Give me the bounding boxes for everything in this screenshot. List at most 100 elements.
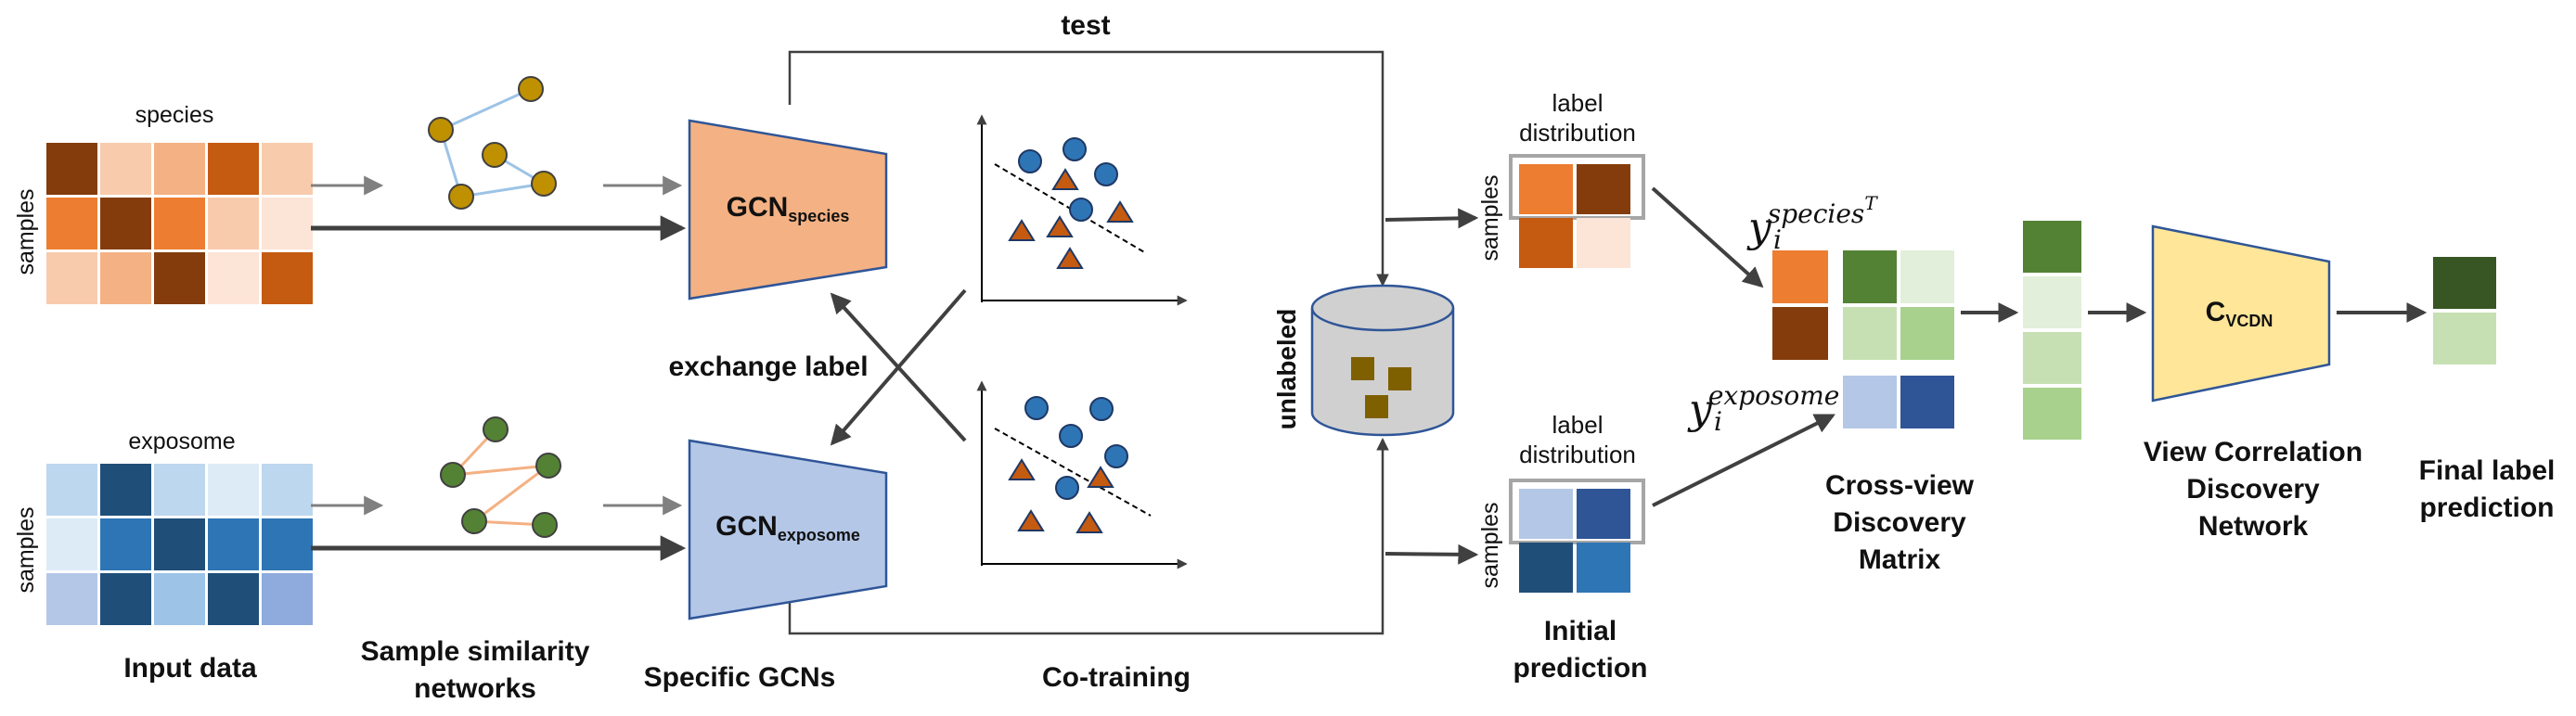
cvdm-caption-line3: Matrix [1859, 544, 1941, 575]
exposome-row-vector [1843, 376, 1954, 428]
label-distribution-top-line1: label [1552, 89, 1604, 117]
heatmap-cell [100, 518, 151, 570]
final-caption-line2: prediction [2419, 492, 2554, 523]
heatmap-cell [154, 464, 205, 516]
svg-text:CVCDN: CVCDN [2206, 297, 2273, 330]
flattened-vector [2023, 221, 2081, 440]
matrix-cell [1900, 307, 1954, 360]
heatmap-cell [262, 573, 313, 625]
exposome-samples-label: samples [13, 506, 39, 593]
heatmap-cell [154, 573, 205, 625]
label-distribution-top-line2: distribution [1519, 119, 1636, 147]
svg-text:GCNspecies: GCNspecies [727, 192, 850, 225]
vector-cell [2433, 257, 2496, 309]
matrix-cell [1843, 250, 1897, 303]
heatmap-cell [100, 464, 151, 516]
heatmap-cell [46, 464, 97, 516]
vector-cell [1772, 307, 1828, 360]
cross-view-matrix-grid [1843, 250, 1954, 360]
heatmap-cell [100, 573, 151, 625]
heatmap-cell [154, 252, 205, 304]
heatmap-cell [46, 518, 97, 570]
initial-prediction-line2: prediction [1513, 653, 1647, 684]
arrow-to-species-prediction [1385, 208, 1479, 229]
distribution-cell [1577, 164, 1630, 214]
species-heatmap [46, 143, 313, 304]
vcdn-caption-line3: Network [2198, 511, 2309, 542]
distribution-cell [1519, 218, 1573, 268]
matrix-cell [1900, 250, 1954, 303]
test-label: test [1061, 10, 1110, 41]
network-node [483, 416, 509, 442]
arrow-to-exposome-prediction [1385, 543, 1479, 565]
gcn-exposome-block: GCNexposome [688, 439, 888, 620]
similarity-caption-line1: Sample similarity [361, 636, 590, 667]
vector-cell [1843, 376, 1897, 428]
species-samples-label: samples [13, 188, 39, 275]
heatmap-cell [208, 143, 259, 195]
cvdm-caption-line1: Cross-view [1825, 470, 1975, 501]
distribution-cell [1519, 489, 1573, 539]
vector-cell [2023, 332, 2081, 384]
network-node [461, 508, 487, 534]
vcdn-block: CVCDN [2151, 224, 2331, 403]
vector-cell [2023, 276, 2081, 328]
vcdn-caption-line1: View Correlation [2144, 437, 2363, 467]
input-data-caption: Input data [123, 653, 257, 684]
svg-text:GCNexposome: GCNexposome [715, 511, 860, 544]
heatmap-cell [262, 252, 313, 304]
initial-prediction-line1: Initial [1544, 616, 1616, 646]
heatmap-cell [46, 573, 97, 625]
exposome-heading: exposome [128, 428, 235, 454]
vector-cell [2023, 388, 2081, 440]
gcn-species-block: GCNspecies [688, 119, 888, 300]
distribution-cell [1577, 218, 1630, 268]
network-node [448, 184, 474, 210]
heatmap-cell [262, 518, 313, 570]
final-label-vector [2433, 257, 2496, 364]
species-similarity-network [428, 76, 557, 210]
heatmap-cell [100, 143, 151, 195]
heatmap-cell [154, 518, 205, 570]
heatmap-cell [46, 198, 97, 249]
arrow-exposome-to-crossview [1652, 414, 1835, 507]
cotraining-plot-top [976, 114, 1188, 306]
heatmap-cell [208, 198, 259, 249]
label-distribution-bottom-line2: distribution [1519, 441, 1636, 468]
distribution-cell [1519, 543, 1573, 593]
cotraining-caption: Co-training [1042, 662, 1191, 693]
vector-cell [2433, 313, 2496, 364]
network-node [482, 142, 508, 168]
y-exposome-label: yexposome [1687, 380, 1839, 433]
species-heading: species [135, 102, 214, 128]
distribution-cell [1519, 164, 1573, 214]
test-frame-bottom [788, 437, 1389, 635]
prediction-bottom-samples-label: samples [1477, 502, 1503, 588]
heatmap-cell [208, 573, 259, 625]
cvdm-caption-line2: Discovery [1833, 507, 1966, 538]
matrix-cell [1843, 307, 1897, 360]
exchange-arrow-to-species [830, 292, 967, 442]
prediction-top-samples-label: samples [1477, 174, 1503, 261]
test-frame-top [788, 50, 1389, 288]
exchange-label-text: exchange label [668, 352, 868, 382]
heatmap-cell [208, 518, 259, 570]
unlabeled-label: unlabeled [1272, 309, 1301, 430]
y-species-label: yspeciesT [1746, 192, 1878, 251]
heatmap-cell [208, 464, 259, 516]
vcdn-caption-line2: Discovery [2186, 474, 2320, 505]
vector-cell [2023, 221, 2081, 273]
network-node [440, 462, 466, 488]
heatmap-cell [208, 252, 259, 304]
distribution-cell [1577, 489, 1630, 539]
heatmap-cell [154, 198, 205, 249]
heatmap-cell [100, 252, 151, 304]
network-node [428, 117, 454, 143]
arrow-species-to-crossview [1651, 186, 1764, 288]
y-species-subscript: i [1773, 224, 1782, 255]
y-exposome-subscript: i [1714, 406, 1722, 437]
network-node [532, 512, 558, 538]
heatmap-cell [262, 143, 313, 195]
exposome-label-distribution [1519, 489, 1630, 593]
heatmap-cell [46, 143, 97, 195]
